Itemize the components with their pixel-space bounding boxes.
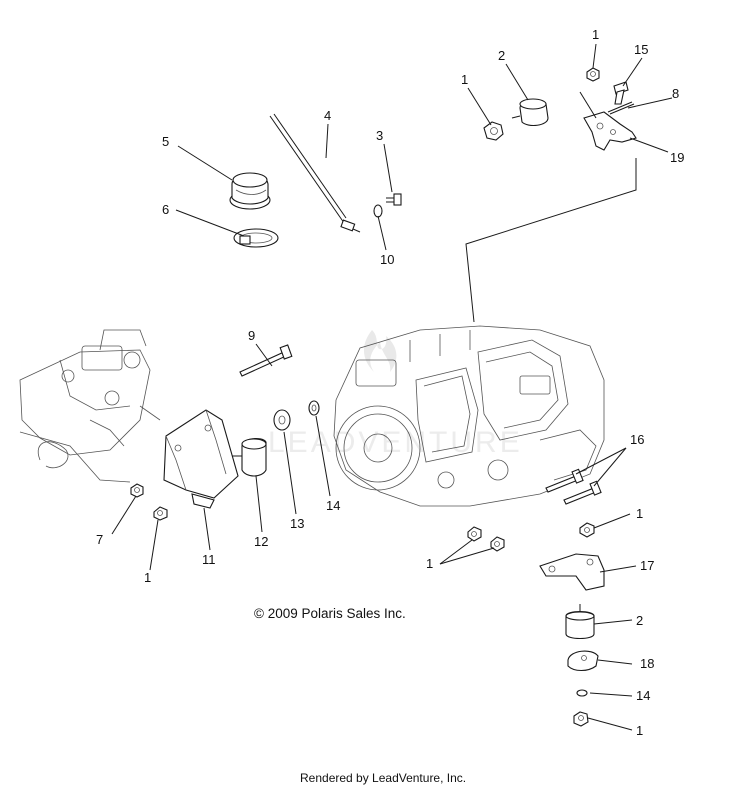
nut-part-1-top-right (586, 67, 600, 82)
nut-part-1-top (483, 121, 504, 141)
callout-1: 1 (144, 570, 151, 585)
watermark: LEADVENTURE (268, 330, 523, 459)
callout-8: 8 (672, 86, 679, 101)
callout-4: 4 (324, 108, 331, 123)
washer-part-14-lower (576, 689, 588, 697)
nut-part-1-left (153, 506, 168, 521)
bolts-part-16 (545, 468, 602, 505)
callout-labels: 1 2 1 15 8 19 4 5 3 6 10 9 16 7 11 12 13… (96, 27, 684, 738)
frame-assembly-sketch (19, 329, 161, 483)
callout-5: 5 (162, 134, 169, 149)
leader-lines (111, 43, 673, 731)
callout-1: 1 (636, 506, 643, 521)
callout-19: 19 (670, 150, 684, 165)
bracket-part-19 (583, 111, 637, 151)
watermark-flame-icon (363, 330, 397, 372)
callout-1: 1 (461, 72, 468, 87)
callout-9: 9 (248, 328, 255, 343)
callout-13: 13 (290, 516, 304, 531)
nut-part-1-bottom (573, 711, 589, 727)
watermark-text: LEADVENTURE (268, 426, 523, 459)
nuts-part-1-pair (467, 526, 505, 552)
bolt-part-9 (239, 344, 293, 377)
nut-part-7 (130, 483, 144, 498)
callout-7: 7 (96, 532, 103, 547)
rod-part-4 (269, 113, 361, 233)
callout-10: 10 (380, 252, 394, 267)
callout-16: 16 (630, 432, 644, 447)
cotter-pin-part-8 (607, 101, 635, 115)
boot-part-5 (229, 172, 271, 210)
callout-12: 12 (254, 534, 268, 549)
callout-2: 2 (636, 613, 643, 628)
engine-mount-part-12 (232, 437, 267, 477)
callout-1: 1 (426, 556, 433, 571)
plate-part-18 (567, 650, 599, 672)
callout-3: 3 (376, 128, 383, 143)
callout-1: 1 (636, 723, 643, 738)
washer-part-13 (273, 409, 291, 431)
clamp-part-6 (233, 228, 279, 248)
engine-mount-part-2-top (511, 98, 549, 127)
callout-14: 14 (326, 498, 340, 513)
bolt-part-3 (386, 193, 402, 206)
bolt-part-15 (613, 81, 629, 105)
callout-18: 18 (640, 656, 654, 671)
washer-part-10 (373, 204, 383, 218)
copyright-text: © 2009 Polaris Sales Inc. (254, 606, 406, 621)
callout-11: 11 (202, 552, 216, 567)
callout-1: 1 (592, 27, 599, 42)
bracket-part-17 (539, 553, 605, 591)
engine-mount-part-2-bottom (565, 604, 595, 640)
callout-14: 14 (636, 688, 650, 703)
callout-6: 6 (162, 202, 169, 217)
callout-17: 17 (640, 558, 654, 573)
engine-sketch (333, 325, 605, 507)
washer-part-14-upper (308, 400, 320, 416)
rendered-by-text: Rendered by LeadVenture, Inc. (300, 771, 466, 785)
nut-part-1-right (579, 522, 595, 538)
engine-bracket-leader (465, 158, 637, 323)
bracket-part-11 (163, 409, 239, 509)
callout-15: 15 (634, 42, 648, 57)
callout-2: 2 (498, 48, 505, 63)
